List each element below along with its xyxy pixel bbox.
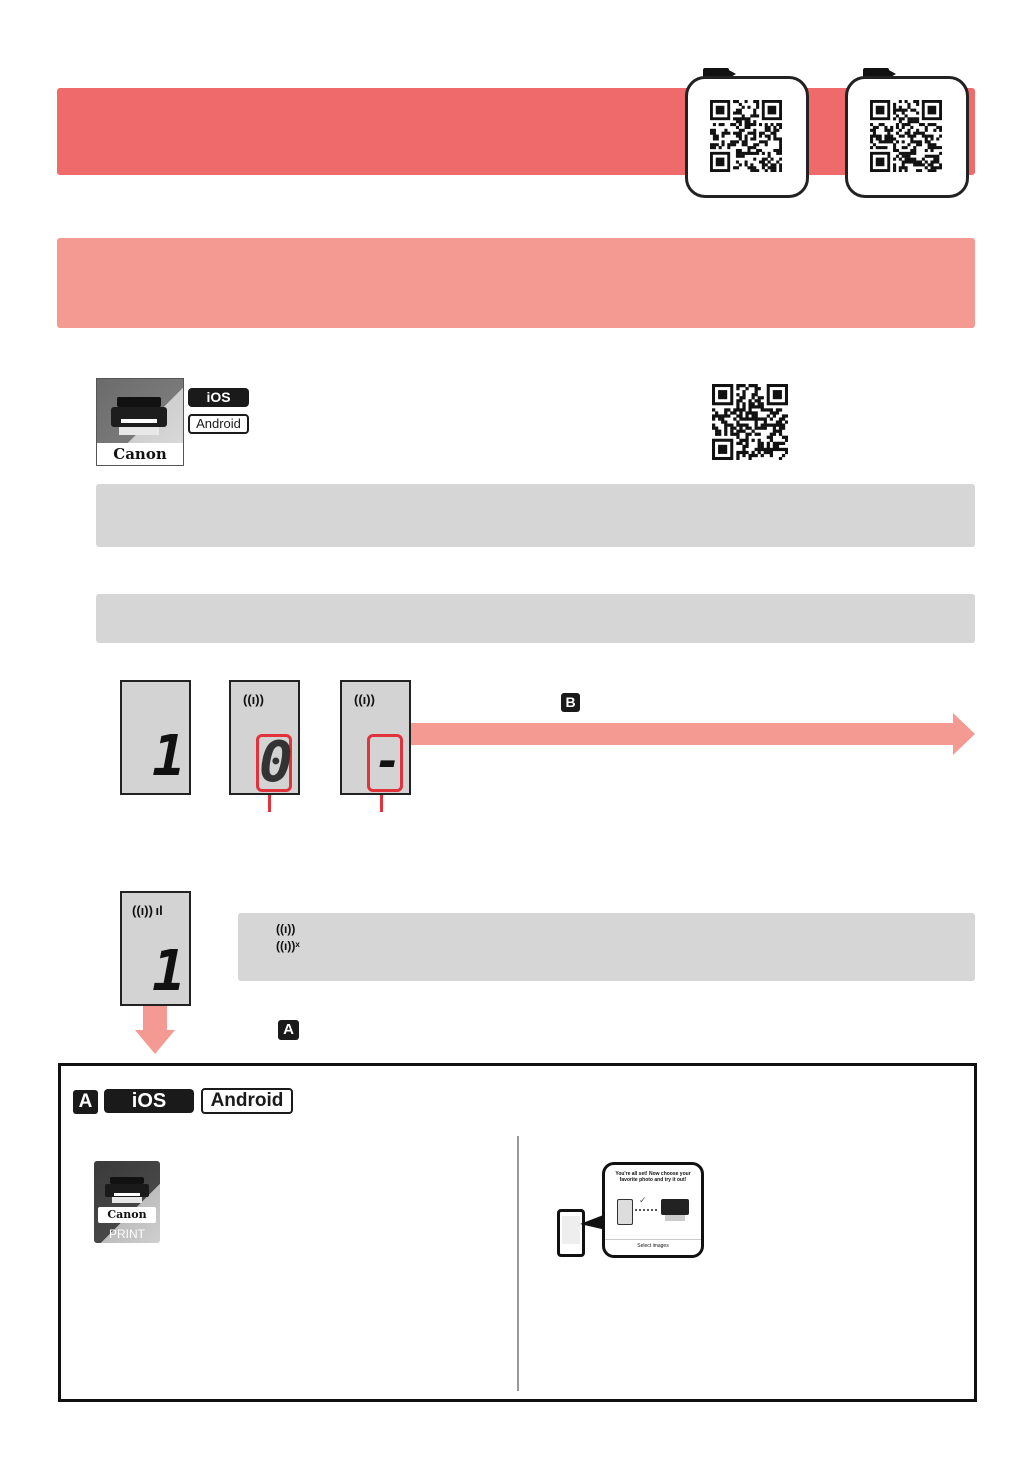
wifi-off-icon: ((ı))ˣ <box>276 939 300 953</box>
phone-screen-zoom: You're all set! Now choose your favorite… <box>602 1162 704 1258</box>
canon-print-app-icon[interactable]: Canon PRINT <box>94 1161 160 1243</box>
android-badge: Android <box>201 1088 293 1114</box>
wifi-icon: ((ı)) <box>276 922 296 936</box>
wifi-icon: ((ı)) <box>243 692 264 707</box>
canon-logo: Canon <box>98 1207 156 1223</box>
column-divider <box>517 1136 519 1391</box>
lcd-panel-4: ((ı)) ıl 1 <box>120 891 191 1006</box>
info-box-1 <box>96 484 975 547</box>
section-band <box>57 238 975 328</box>
ios-badge: iOS <box>188 388 249 407</box>
arrow-down-bar <box>143 1006 167 1030</box>
lcd-digit: 1 <box>152 939 186 1004</box>
lcd-panel-2: ((ı)) 0 <box>229 680 300 795</box>
select-images-button[interactable]: Select images <box>605 1239 701 1249</box>
arrow-right-icon <box>953 713 975 755</box>
lcd-digit: - <box>374 734 402 788</box>
highlight-box <box>367 734 403 792</box>
qr-code-icon <box>710 100 782 172</box>
mini-phone-icon <box>617 1199 633 1225</box>
lcd-digit: 0 <box>259 730 293 795</box>
canon-app-icon[interactable]: Canon <box>96 378 184 466</box>
print-caption: PRINT <box>109 1227 145 1241</box>
header-band <box>57 88 975 175</box>
ios-badge: iOS <box>104 1089 194 1113</box>
canon-logo: Canon <box>97 443 183 465</box>
a-marker: A <box>278 1020 299 1040</box>
wifi-signal-icon: ((ı)) ıl <box>132 903 163 918</box>
wifi-icon: ((ı)) <box>354 692 375 707</box>
qr-code-icon <box>870 100 942 172</box>
qr-frame <box>685 76 809 198</box>
connection-dots <box>635 1209 657 1211</box>
check-icon: ✓ <box>639 1195 647 1205</box>
callout-line <box>268 795 271 812</box>
note-box: ((ı)) ((ı))ˣ <box>238 913 975 981</box>
lcd-panel-1: 1 <box>120 680 191 795</box>
mini-printer-tray <box>665 1215 685 1221</box>
mini-printer-icon <box>661 1199 689 1215</box>
info-box-2 <box>96 594 975 643</box>
qr-frame <box>845 76 969 198</box>
printer-icon <box>111 397 167 435</box>
qr-code-icon[interactable] <box>712 384 788 460</box>
android-badge: Android <box>188 414 249 434</box>
callout-pointer <box>580 1214 606 1230</box>
highlight-box <box>256 734 292 792</box>
lcd-panel-3: ((ı)) - <box>340 680 411 795</box>
callout-line <box>380 795 383 812</box>
arrow-down-icon <box>135 1030 175 1054</box>
printer-icon <box>105 1177 149 1203</box>
screen-message: You're all set! Now choose your favorite… <box>615 1171 691 1183</box>
section-a-box: A iOS Android Canon PRINT You're all set… <box>58 1063 977 1402</box>
b-marker: B <box>561 693 580 712</box>
arrow-bar <box>411 723 955 745</box>
lcd-digit: 1 <box>152 724 186 789</box>
section-a-label: A <box>73 1090 98 1114</box>
